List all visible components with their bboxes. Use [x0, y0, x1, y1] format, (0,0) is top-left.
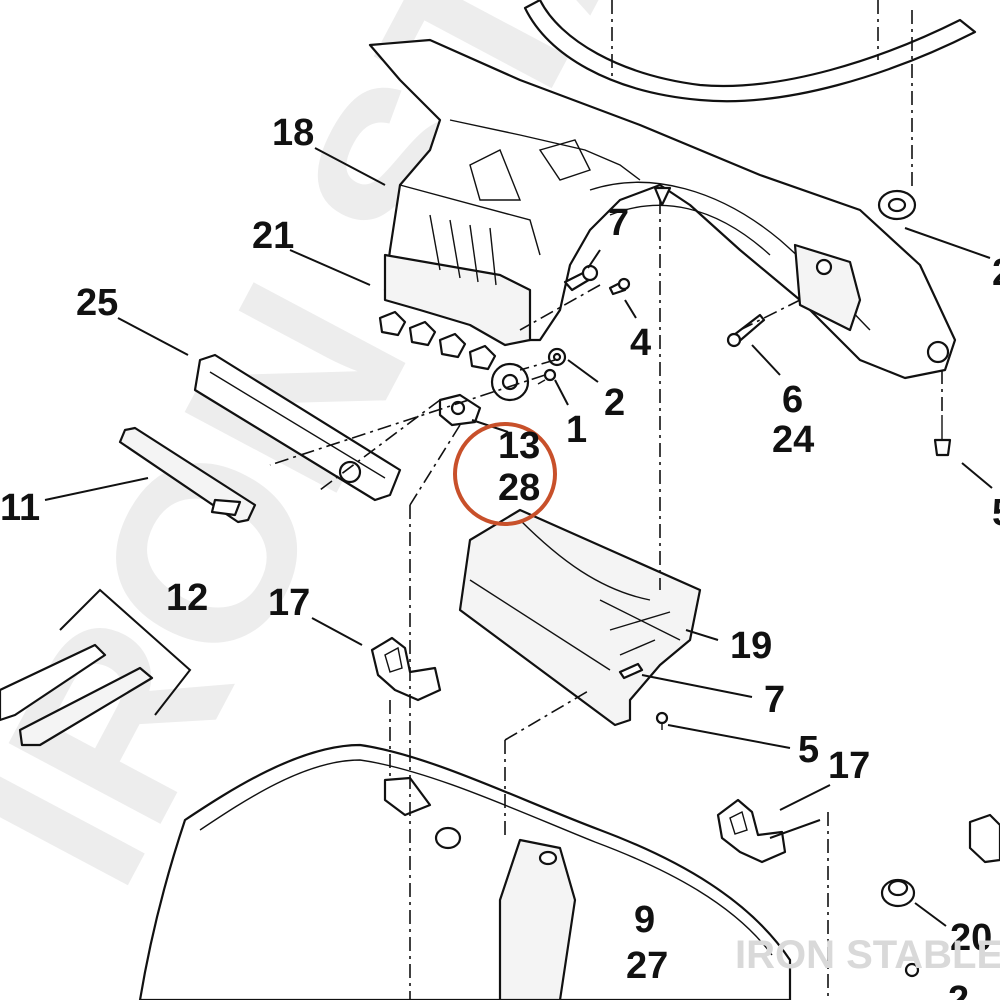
callout-7-top: 7 — [608, 202, 629, 244]
screw-right-bottom — [904, 962, 920, 978]
hinge-cover-19 — [458, 508, 702, 727]
screw-5-right-top — [933, 415, 952, 457]
callout-20: 20 — [950, 917, 992, 959]
latch-insert-11 — [118, 426, 257, 524]
callout-1: 1 — [566, 409, 587, 451]
watermark-brand-text: IRON STABLE — [735, 933, 1000, 977]
callout-13: 13 — [498, 425, 540, 467]
callout-12: 12 — [166, 577, 208, 619]
callout-6: 6 — [782, 379, 803, 421]
callout-28: 28 — [498, 467, 540, 509]
callout-11: 11 — [0, 487, 40, 529]
screw-5-lower — [655, 711, 669, 730]
lid-seal — [523, 0, 977, 190]
highlight-circle — [453, 422, 557, 526]
callout-27: 27 — [626, 945, 668, 987]
screw-6-24 — [726, 313, 766, 348]
callout-17-left: 17 — [268, 582, 310, 624]
callout-18: 18 — [272, 112, 314, 154]
callout-5-lower: 5 — [798, 729, 819, 771]
callout-17-right: 17 — [828, 745, 870, 787]
callout-7-lower: 7 — [764, 679, 785, 721]
hinge-clip-17-left — [370, 636, 442, 702]
screw-7-lower — [618, 662, 644, 680]
callout-2: 2 — [604, 382, 625, 424]
reflectors-12 — [0, 588, 192, 747]
callout-19: 19 — [730, 625, 772, 667]
callout-4: 4 — [630, 322, 651, 364]
hinge-clip-17-right — [716, 798, 787, 864]
callout-21: 21 — [252, 215, 294, 257]
gasket-right — [877, 189, 917, 221]
grommet-20 — [880, 878, 916, 908]
saddlebag-body — [138, 743, 792, 1000]
callout-25: 25 — [76, 282, 118, 324]
clip-right-edge — [968, 813, 1000, 864]
callout-edge-2-bottom: 2 — [948, 979, 969, 1000]
callout-9: 9 — [634, 899, 655, 941]
hinge-bracket-frame — [368, 38, 957, 402]
callout-edge-2-top: 2 — [992, 252, 1000, 294]
callout-24: 24 — [772, 419, 814, 461]
latch-trim-25 — [193, 353, 402, 502]
screw-4 — [608, 277, 631, 296]
callout-edge-5: 5 — [992, 492, 1000, 534]
nut-2 — [547, 347, 567, 367]
